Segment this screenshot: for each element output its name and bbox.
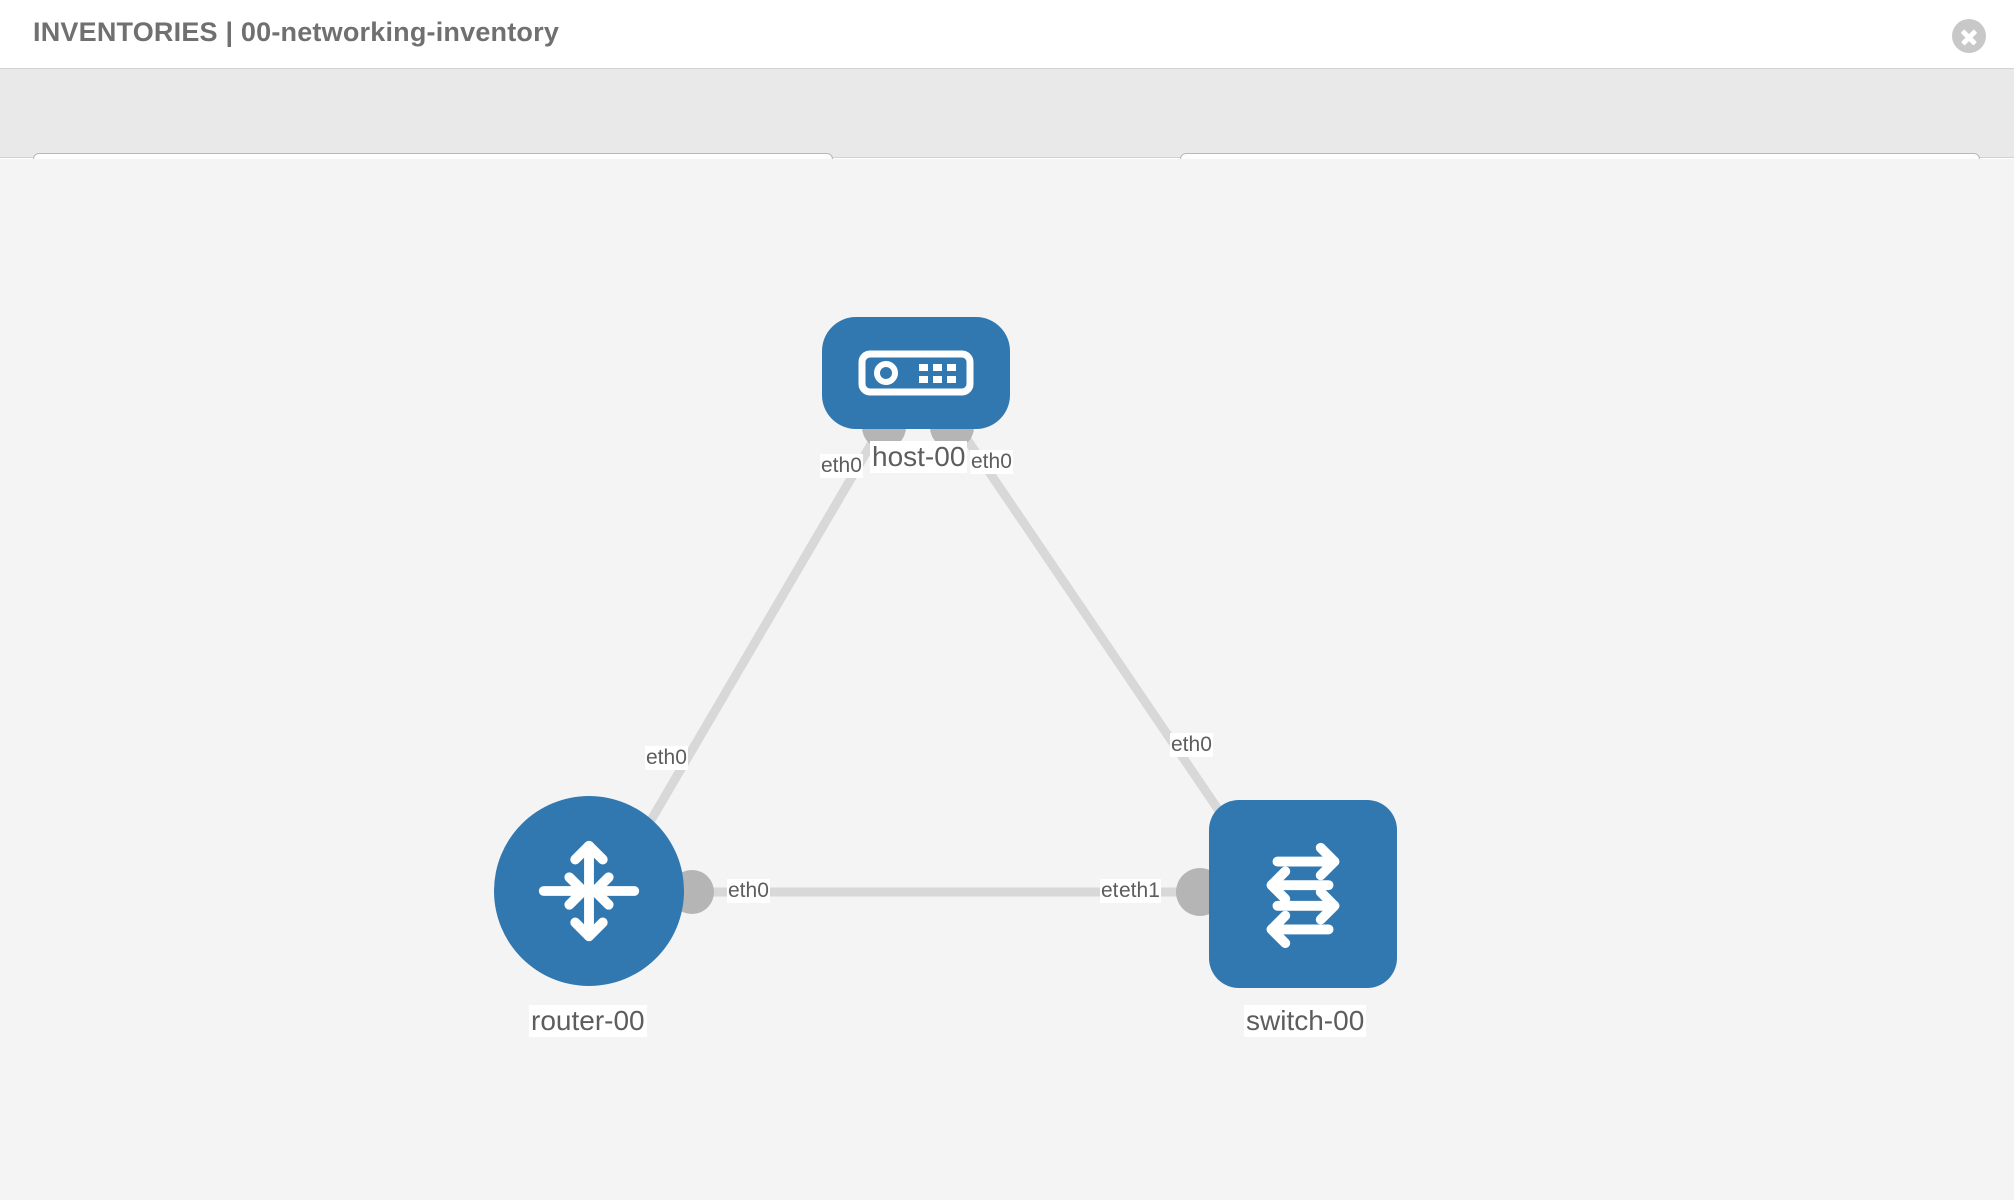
toolbar: ACTIONS SEARCH xyxy=(0,68,2014,209)
port-label-router-up: eth0 xyxy=(645,746,688,771)
port-label-router-right: eth0 xyxy=(727,879,770,904)
page-title: INVENTORIES | 00-networking-inventory xyxy=(33,17,560,47)
node-switch-00[interactable] xyxy=(1209,800,1397,988)
switch-arrows-icon xyxy=(1266,842,1340,949)
node-router-00[interactable] xyxy=(494,796,684,986)
node-label-switch-00: switch-00 xyxy=(1244,1005,1367,1038)
close-icon[interactable] xyxy=(1952,19,1986,53)
port-label-host-left: eth0 xyxy=(820,454,863,479)
router-arrows-icon xyxy=(538,840,640,942)
port-label-switch-up: eth0 xyxy=(1170,733,1213,758)
server-icon xyxy=(858,350,974,396)
link-host-switch[interactable] xyxy=(956,426,1249,852)
topology-graph xyxy=(636,405,1263,916)
port-label-host-right: eth0 xyxy=(970,450,1013,475)
page-header: INVENTORIES | 00-networking-inventory xyxy=(0,0,2014,68)
node-label-router-00: router-00 xyxy=(529,1005,647,1038)
topology-canvas[interactable]: host-00 router-00 switch-00 eth0 eth0 et… xyxy=(0,159,2014,1200)
node-host-00[interactable] xyxy=(822,317,1010,429)
node-label-host-00: host-00 xyxy=(870,441,968,474)
port-label-switch-left-b: eth1 xyxy=(1118,879,1161,904)
link-host-router[interactable] xyxy=(636,426,884,842)
